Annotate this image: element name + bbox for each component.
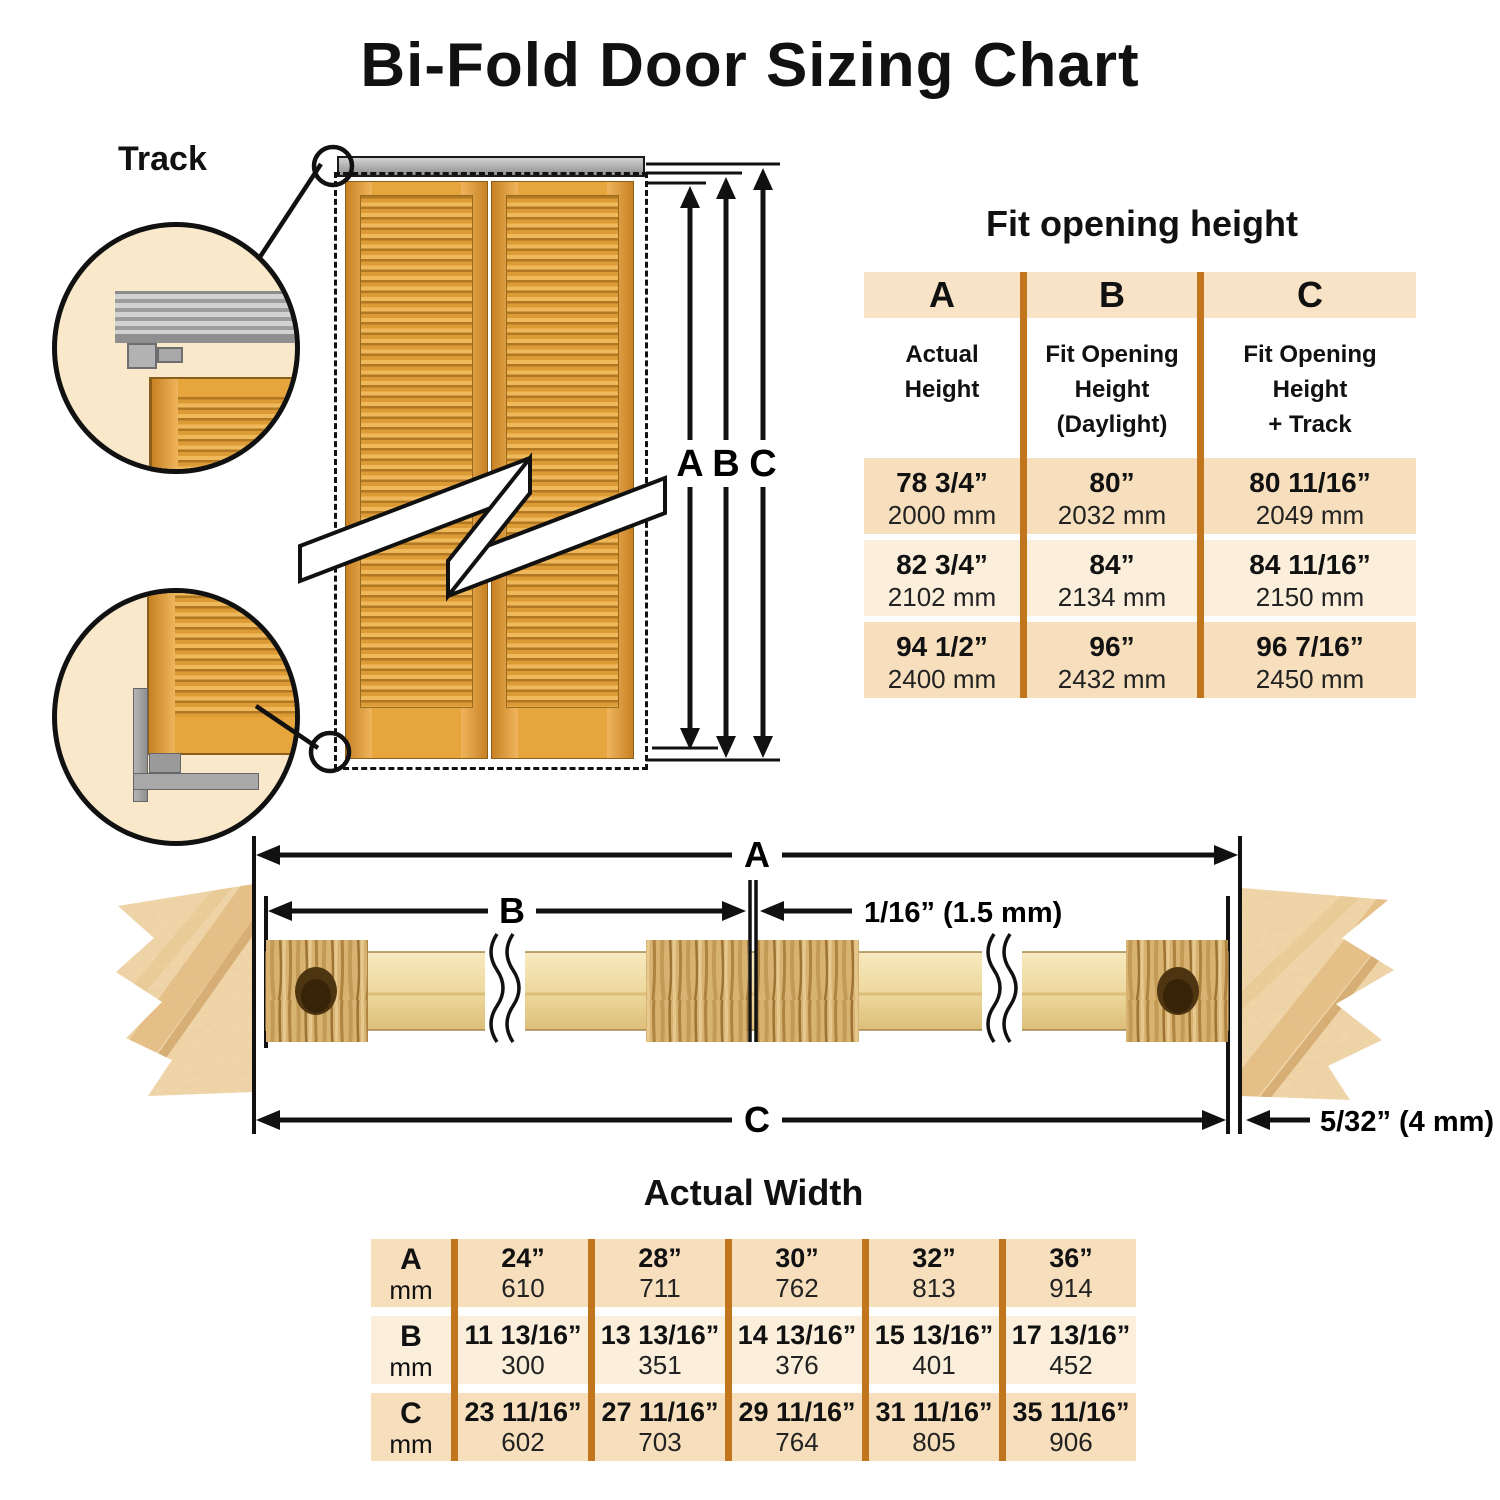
width-diagram: A B 1/16” (1.5 mm) C: [116, 834, 1494, 1140]
height-arrow-label-b: B: [712, 443, 739, 485]
table-cell: 23 11/16”602: [458, 1393, 588, 1461]
svg-text:A: A: [744, 834, 770, 875]
wall-right: [1242, 888, 1394, 1100]
table-cell: 80 11/16”2049 mm: [1204, 458, 1416, 534]
fit-col-header-b: B: [1027, 272, 1197, 318]
fit-table-title: Fit opening height: [986, 203, 1298, 244]
door-stile: [149, 593, 175, 753]
table-divider: [725, 1239, 732, 1461]
table-cell: 28”711: [595, 1239, 725, 1307]
door-stile: [152, 379, 178, 469]
table-cell: 29 11/16”764: [732, 1393, 862, 1461]
center-gap-callout: 1/16” (1.5 mm): [760, 897, 1062, 929]
table-cell: 14 13/16”376: [732, 1316, 862, 1384]
door-bottom-detail: [147, 593, 295, 755]
table-cell: 30”762: [732, 1239, 862, 1307]
fit-col-header-a: A: [864, 272, 1020, 318]
svg-text:C: C: [744, 1099, 770, 1140]
width-table-title: Actual Width: [643, 1172, 864, 1213]
table-divider: [588, 1239, 595, 1461]
side-gap-callout: 5/32” (4 mm): [1246, 1106, 1494, 1138]
fit-col-desc-c: Fit Opening Height + Track: [1243, 341, 1377, 438]
table-cell: 96”2432 mm: [1027, 622, 1197, 698]
door-louvers: [178, 397, 295, 469]
table-cell: 36”914: [1006, 1239, 1136, 1307]
fit-opening-height-table: A B C Actual Height Fit Opening Height (…: [864, 272, 1416, 698]
table-divider: [999, 1239, 1006, 1461]
table-divider: [862, 1239, 869, 1461]
door-top-rail-section: [265, 880, 1229, 1046]
center-gap-label: 1/16” (1.5 mm): [864, 897, 1062, 929]
wall-left: [116, 884, 254, 1096]
table-cell: 24”610: [458, 1239, 588, 1307]
table-row: 82 3/4”2102 mm 84”2134 mm 84 11/16”2150 …: [864, 540, 1416, 616]
table-divider: [1020, 272, 1027, 698]
door-panel-right: [491, 181, 634, 759]
table-divider: [1197, 272, 1204, 698]
table-divider: [451, 1239, 458, 1461]
fit-col-desc-a: Actual Height: [904, 341, 980, 403]
width-arrow-b: B: [268, 890, 746, 931]
table-cell: 94 1/2”2400 mm: [864, 622, 1020, 698]
fit-table-header-row: A B C: [864, 272, 1416, 318]
table-cell: 78 3/4”2000 mm: [864, 458, 1020, 534]
table-cell: 11 13/16”300: [458, 1316, 588, 1384]
table-cell: 27 11/16”703: [595, 1393, 725, 1461]
page-title: Bi-Fold Door Sizing Chart: [360, 31, 1140, 100]
svg-text:B: B: [499, 890, 525, 931]
table-cell: 84”2134 mm: [1027, 540, 1197, 616]
table-row: 78 3/4”2000 mm 80”2032 mm 80 11/16”2049 …: [864, 458, 1416, 534]
table-cell: 32”813: [869, 1239, 999, 1307]
door-louvers: [506, 195, 619, 708]
rail-break-mark: [485, 930, 525, 1046]
table-cell: 15 13/16”401: [869, 1316, 999, 1384]
table-row: 94 1/2”2400 mm 96”2432 mm 96 7/16”2450 m…: [864, 622, 1416, 698]
width-arrow-c: C: [256, 1099, 1226, 1140]
rail-break-mark: [982, 930, 1022, 1046]
height-arrow-label-c: C: [749, 443, 776, 485]
pivot-block-left: [266, 940, 368, 1042]
track-cross-section: [115, 291, 295, 343]
track-label: Track: [118, 140, 207, 178]
door-height-dimensions: A B C: [646, 162, 780, 762]
door-louvers: [175, 593, 295, 717]
table-cell: 31 11/16”805: [869, 1393, 999, 1461]
door-top-detail: [149, 377, 295, 469]
pivot-block-right: [1126, 940, 1228, 1042]
fit-col-desc-b: Fit Opening Height (Daylight): [1045, 341, 1179, 438]
fit-table-description-row: Actual Height Fit Opening Height (Daylig…: [864, 318, 1416, 458]
table-cell: 17 13/16”452: [1006, 1316, 1136, 1384]
table-cell: 80”2032 mm: [1027, 458, 1197, 534]
height-arrow-label-a: A: [676, 443, 703, 485]
door-hanger-hardware: [127, 343, 157, 369]
table-cell: 82 3/4”2102 mm: [864, 540, 1020, 616]
center-block-right: [757, 940, 859, 1042]
side-gap-label: 5/32” (4 mm): [1320, 1106, 1494, 1138]
door-panel-left: [345, 181, 488, 759]
pivot-foot: [149, 753, 181, 773]
door-hanger-roller: [157, 347, 183, 363]
table-cell: 13 13/16”351: [595, 1316, 725, 1384]
center-block-left: [646, 940, 748, 1042]
table-cell: 84 11/16”2150 mm: [1204, 540, 1416, 616]
pivot-bracket-horizontal: [133, 773, 259, 790]
table-cell: 96 7/16”2450 mm: [1204, 622, 1416, 698]
door-louvers: [360, 195, 473, 708]
table-cell: 35 11/16”906: [1006, 1393, 1136, 1461]
width-arrow-a: A: [256, 834, 1238, 875]
pivot-detail-circle: [52, 588, 300, 846]
pivot-hole-left: [295, 967, 337, 1015]
track-detail-circle: [52, 222, 300, 474]
pivot-hole-right: [1157, 967, 1199, 1015]
fit-col-header-c: C: [1204, 272, 1416, 318]
